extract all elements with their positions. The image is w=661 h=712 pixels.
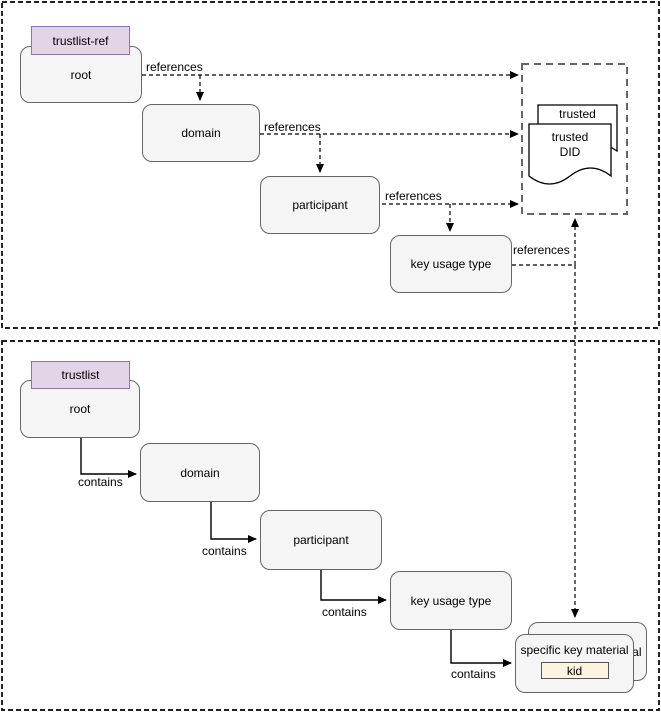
node-root-label: root — [69, 402, 91, 416]
kid-box-label: kid — [566, 663, 583, 678]
node-ref-participant: participant — [260, 176, 380, 234]
tag-trustlist: trustlist — [31, 361, 130, 389]
node-ref-domain: domain — [142, 104, 260, 162]
edge-label-contains-1: contains — [78, 475, 123, 489]
node-participant-label: participant — [293, 533, 349, 547]
node-ref-domain-label: domain — [181, 126, 221, 140]
node-specific-key-material: specific key material kid — [515, 634, 634, 693]
node-specific-key-material-label: specific key material — [520, 643, 629, 657]
node-ref-participant-label: participant — [292, 198, 348, 212]
tag-trustlist-label: trustlist — [61, 368, 100, 382]
edge-label-contains-4: contains — [451, 667, 496, 681]
tag-trustlist-ref: trustlist-ref — [31, 26, 130, 55]
edge-root-contains-domain — [80, 438, 137, 478]
edge-label-references-2: references — [264, 120, 321, 134]
edge-label-references-1: references — [146, 60, 203, 74]
document-back-label: trusted — [559, 107, 596, 121]
node-participant: participant — [260, 510, 382, 570]
node-key-usage-type: key usage type — [390, 571, 512, 630]
node-key-usage-type-label: key usage type — [410, 593, 492, 608]
node-ref-root-label: root — [70, 67, 92, 82]
edge-keyusage-contains-keymaterial — [450, 630, 512, 667]
edge-participant-contains-keyusage — [320, 570, 387, 604]
tag-trustlist-ref-label: trustlist-ref — [52, 33, 109, 48]
edge-domain-contains-participant — [210, 502, 257, 543]
edge-label-references-4: references — [513, 243, 570, 257]
document-front-label: trusted DID — [551, 130, 589, 159]
kid-box: kid — [540, 662, 609, 679]
edge-label-references-3: references — [385, 189, 442, 203]
node-ref-key-usage-type: key usage type — [390, 235, 512, 293]
node-ref-key-usage-type-label: key usage type — [410, 257, 492, 271]
edge-label-contains-2: contains — [202, 544, 247, 558]
edge-label-contains-3: contains — [322, 605, 367, 619]
node-domain-label: domain — [180, 465, 220, 480]
node-domain: domain — [140, 443, 260, 502]
